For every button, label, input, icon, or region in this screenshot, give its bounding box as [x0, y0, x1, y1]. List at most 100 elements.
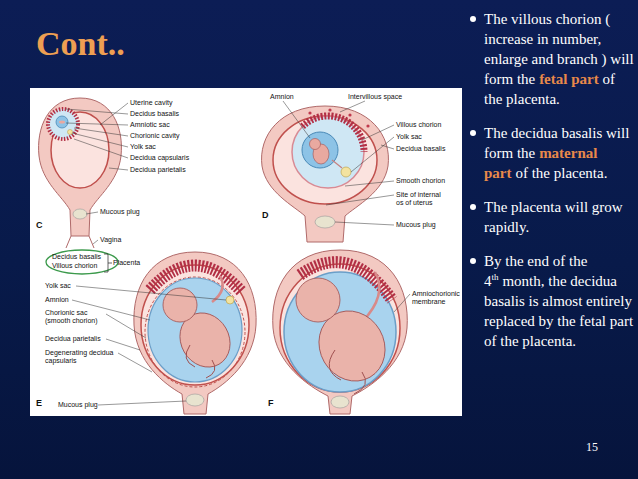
mucous-plug [73, 209, 87, 219]
intervillous-blood [308, 111, 311, 114]
part-label: Smooth chorion [396, 177, 445, 185]
bullet-dot [470, 16, 476, 22]
leader-line [98, 401, 186, 405]
amnion [302, 132, 338, 168]
panel-letter: F [268, 398, 274, 408]
leader-line [381, 145, 394, 149]
placenta [150, 265, 242, 292]
leader-line [74, 139, 128, 158]
leader-line [394, 294, 410, 312]
leader-line [93, 240, 98, 244]
part-label: Mucous plug [100, 208, 140, 216]
panel-letter: C [36, 220, 43, 230]
fetus-limbs [329, 350, 365, 394]
leader-lines-d [283, 101, 394, 225]
uterus-f [273, 250, 408, 414]
amniotic-sac [56, 116, 68, 128]
bullet-item: The placenta will grow rapidly. [466, 197, 636, 237]
vitelline-duct [332, 160, 342, 168]
part-label: Decidua parietalis [45, 335, 101, 343]
uterus-e [134, 252, 256, 414]
part-label: Decidua basalis [396, 145, 445, 153]
uterine-cavity [273, 116, 377, 204]
uterine-wall [39, 98, 122, 236]
part-label: Villous chorion [396, 121, 441, 129]
intervillous-blood [348, 113, 351, 116]
bullet-dot [470, 130, 476, 136]
part-label: Yolk sac [396, 133, 422, 141]
leader-lines-e [72, 286, 226, 405]
leader-line [72, 133, 128, 147]
part-label: Amnion [270, 93, 294, 101]
leader-line [345, 181, 394, 186]
bracket [104, 254, 112, 272]
bullet-text: of the placenta. [515, 165, 607, 181]
part-label: Chorionic sac (smooth chorion) [45, 309, 107, 325]
uterine-wall [134, 252, 256, 414]
intervillous-blood [366, 124, 369, 127]
amniotic-cavity [148, 278, 242, 382]
part-label: Amnion [45, 296, 69, 304]
leader-line [100, 103, 128, 125]
bullet-dot [470, 258, 476, 264]
leader-line [86, 212, 98, 214]
embryo-head [310, 139, 321, 150]
embryo [59, 121, 65, 124]
leader-line [66, 109, 128, 114]
degenerating-capsularis [145, 277, 245, 387]
leader-line [106, 339, 140, 350]
bullet-text: month, the decidua basalis is almost ent… [484, 273, 633, 349]
mucous-plug [186, 394, 204, 406]
part-label: Yolk sac [45, 282, 71, 290]
intervillous-blood [328, 108, 331, 111]
part-label: Mucous plug [396, 221, 436, 229]
fetus-limbs [186, 345, 215, 378]
part-label: Intervillous space [348, 93, 402, 101]
highlight-text: fetal part [539, 71, 599, 87]
yolk-sac [341, 167, 351, 177]
yolk-sac [68, 130, 73, 135]
uterine-wall [273, 250, 408, 414]
umbilical-cord [212, 276, 223, 302]
leader-line [66, 123, 128, 125]
vagina-wall [66, 236, 94, 248]
yolk-sac [226, 296, 234, 304]
uterine-wall [262, 106, 389, 242]
part-label: Vagina [100, 236, 121, 244]
part-label: Mucous plug [58, 401, 98, 409]
part-label: Degenerating decidua capsularis [45, 349, 119, 365]
part-label: Decidua capsularis [130, 154, 189, 162]
umbilical-cord [362, 272, 379, 322]
image-panel [30, 88, 462, 416]
fetus-head [296, 278, 340, 322]
mucous-plug [315, 216, 335, 228]
leader-lines-c [66, 103, 128, 244]
part-label: Uterine cavity [130, 99, 172, 107]
leader-line [283, 101, 310, 138]
uterus-d [262, 106, 389, 242]
chorionic-sac [292, 116, 364, 188]
highlight-ellipse [46, 250, 118, 274]
slide-title: Cont.. [36, 24, 125, 64]
part-label: Amniotic sac [130, 121, 170, 129]
leader-line [351, 137, 394, 172]
leader-line [76, 286, 226, 300]
leader-line [335, 222, 394, 225]
uterus-c [39, 98, 122, 248]
bullet-list: The villous chorion ( increase in number… [466, 9, 636, 365]
bullet-item: By the end of the 4thmonth, the decidua … [466, 251, 636, 351]
part-label: Decidua parietalis [130, 166, 186, 174]
leader-line [109, 168, 128, 170]
superscript: th [492, 272, 499, 282]
leader-line [118, 353, 152, 372]
part-label: Amniochorionic membrane [412, 290, 460, 306]
part-label: Chorionic cavity [130, 132, 179, 140]
panel-letter: D [262, 210, 269, 220]
chorionic-sac [48, 109, 78, 139]
bullet-item: The villous chorion ( increase in number… [466, 9, 636, 109]
part-label: Decidus basalis [52, 253, 101, 261]
leader-line [74, 128, 128, 136]
part-label: Site of internal os of uterus [396, 191, 450, 207]
panel-letter: E [36, 398, 42, 408]
